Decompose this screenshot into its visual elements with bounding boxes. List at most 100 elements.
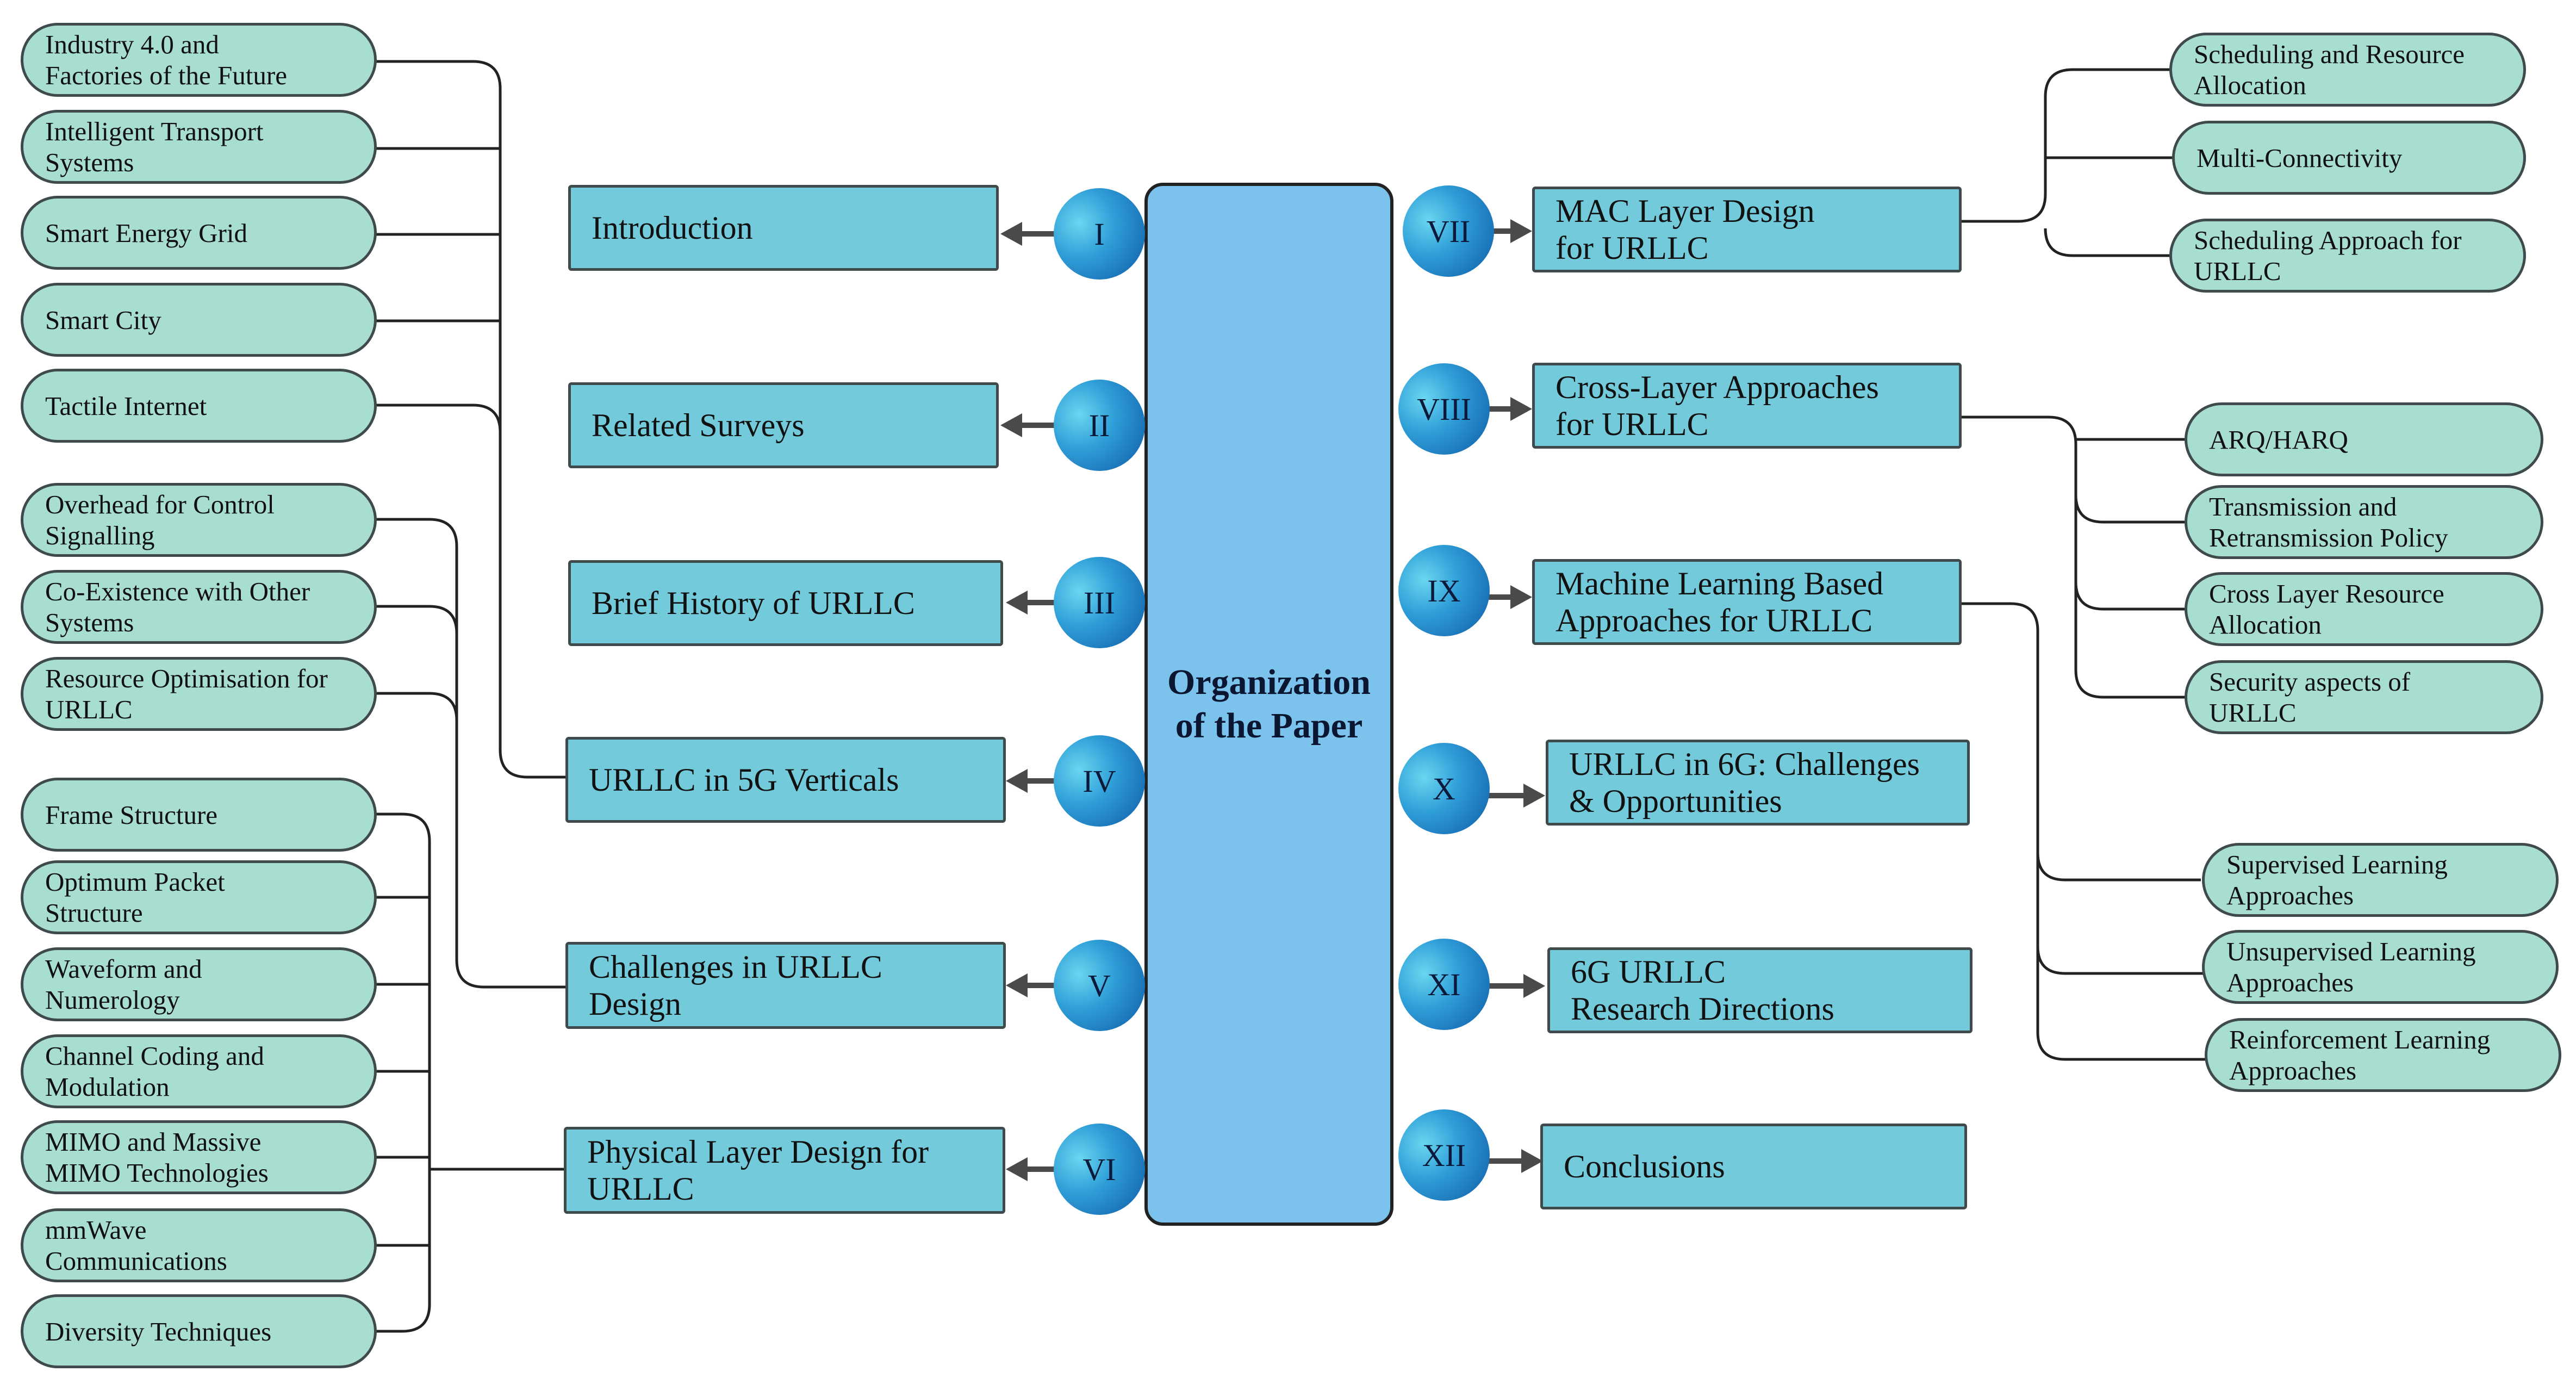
numeral-badge: VII <box>1403 185 1494 277</box>
numeral-badge: V <box>1054 940 1145 1031</box>
subtopic-pill: Overhead for Control Signalling <box>21 483 377 557</box>
section-box-6g-research: 6G URLLC Research Directions <box>1547 947 1973 1033</box>
section-title: URLLC in 5G Verticals <box>589 762 899 798</box>
section-box-related-surveys: Related Surveys <box>568 382 999 468</box>
numeral-badge: X <box>1398 743 1490 834</box>
subtopic-pill: Intelligent Transport Systems <box>21 110 377 184</box>
subtopic-label: MIMO and Massive MIMO Technologies <box>45 1127 269 1188</box>
subtopic-pill: Diversity Techniques <box>21 1294 377 1368</box>
connector-mac <box>1962 68 2174 223</box>
subtopic-pill: Frame Structure <box>21 778 377 852</box>
numeral-label: XII <box>1422 1137 1466 1173</box>
subtopic-label: Multi-Connectivity <box>2197 142 2403 173</box>
subtopic-label: Smart City <box>45 305 161 335</box>
section-title: Cross-Layer Approaches for URLLC <box>1555 369 1879 442</box>
numeral-label: X <box>1433 771 1455 806</box>
numeral-label: VIII <box>1417 391 1471 427</box>
section-title: Brief History of URLLC <box>592 585 915 621</box>
section-title: Related Surveys <box>592 407 805 443</box>
section-title: MAC Layer Design for URLLC <box>1555 193 1815 266</box>
subtopic-pill: Resource Optimisation for URLLC <box>21 657 377 731</box>
numeral-badge: IX <box>1398 545 1490 636</box>
numeral-label: III <box>1084 585 1115 620</box>
subtopic-pill: Scheduling and Resource Allocation <box>2169 33 2526 107</box>
numeral-badge: IV <box>1054 735 1145 827</box>
subtopic-pill: Scheduling Approach for URLLC <box>2169 219 2526 293</box>
section-box-cross-layer: Cross-Layer Approaches for URLLC <box>1532 363 1962 449</box>
subtopic-label: Channel Coding and Modulation <box>45 1041 264 1102</box>
subtopic-label: ARQ/HARQ <box>2209 424 2348 455</box>
subtopic-pill: Industry 4.0 and Factories of the Future <box>21 23 377 97</box>
subtopic-pill: Co-Existence with Other Systems <box>21 570 377 644</box>
section-box-machine-learning: Machine Learning Based Approaches for UR… <box>1532 559 1962 645</box>
section-title: Challenges in URLLC Design <box>589 949 882 1022</box>
subtopic-pill: Multi-Connectivity <box>2172 121 2526 195</box>
subtopic-pill: Channel Coding and Modulation <box>21 1034 377 1108</box>
connector-crosslayer <box>1962 415 2188 699</box>
numeral-badge: II <box>1054 380 1145 471</box>
subtopic-pill: mmWave Communications <box>21 1208 377 1282</box>
subtopic-label: Smart Energy Grid <box>45 218 247 248</box>
subtopic-pill: Supervised Learning Approaches <box>2202 843 2559 917</box>
section-box-challenges: Challenges in URLLC Design <box>565 942 1006 1029</box>
section-box-conclusions: Conclusions <box>1540 1124 1967 1209</box>
subtopic-label: Supervised Learning Approaches <box>2226 849 2448 910</box>
center-title-box: Organization of the Paper <box>1144 183 1393 1226</box>
subtopic-pill: Smart Energy Grid <box>21 196 377 270</box>
numeral-label: IX <box>1427 573 1461 609</box>
connector-ml <box>1962 602 2206 1061</box>
subtopic-label: Reinforcement Learning Approaches <box>2229 1025 2491 1085</box>
subtopic-label: Cross Layer Resource Allocation <box>2209 579 2444 640</box>
subtopic-label: Transmission and Retransmission Policy <box>2209 492 2448 553</box>
subtopic-label: mmWave Communications <box>45 1215 227 1276</box>
subtopic-label: Waveform and Numerology <box>45 954 202 1015</box>
section-title: 6G URLLC Research Directions <box>1571 954 1834 1027</box>
subtopic-label: Tactile Internet <box>45 390 207 421</box>
subtopic-label: Diversity Techniques <box>45 1316 272 1346</box>
subtopic-label: Resource Optimisation for URLLC <box>45 663 328 724</box>
subtopic-pill: Security aspects of URLLC <box>2185 660 2543 734</box>
numeral-badge: VIII <box>1398 363 1490 455</box>
section-box-brief-history: Brief History of URLLC <box>568 560 1003 646</box>
section-title: Machine Learning Based Approaches for UR… <box>1555 566 1884 638</box>
subtopic-label: Co-Existence with Other Systems <box>45 576 310 637</box>
section-title: Conclusions <box>1564 1149 1725 1184</box>
section-title: URLLC in 6G: Challenges & Opportunities <box>1569 746 1920 819</box>
subtopic-label: Security aspects of URLLC <box>2209 667 2411 728</box>
numeral-label: I <box>1094 216 1105 252</box>
subtopic-pill: Reinforcement Learning Approaches <box>2205 1018 2561 1092</box>
numeral-badge: XI <box>1398 939 1490 1030</box>
subtopic-pill: Smart City <box>21 283 377 357</box>
subtopic-label: Scheduling Approach for URLLC <box>2194 225 2462 286</box>
subtopic-pill: Unsupervised Learning Approaches <box>2202 930 2559 1004</box>
connector-challenges <box>375 518 567 989</box>
numeral-label: V <box>1088 967 1111 1003</box>
numeral-label: II <box>1088 407 1110 443</box>
section-box-introduction: Introduction <box>568 185 999 271</box>
subtopic-pill: Tactile Internet <box>21 369 377 443</box>
subtopic-label: Overhead for Control Signalling <box>45 489 275 550</box>
subtopic-pill: Optimum Packet Structure <box>21 860 377 934</box>
numeral-label: VI <box>1082 1151 1116 1187</box>
subtopic-label: Optimum Packet Structure <box>45 867 225 928</box>
numeral-label: IV <box>1082 763 1116 799</box>
numeral-label: VII <box>1426 213 1471 249</box>
section-box-mac-layer: MAC Layer Design for URLLC <box>1532 187 1962 272</box>
subtopic-label: Scheduling and Resource Allocation <box>2194 39 2465 100</box>
numeral-badge: VI <box>1054 1124 1145 1215</box>
subtopic-pill: ARQ/HARQ <box>2185 402 2543 476</box>
numeral-badge: I <box>1054 188 1145 280</box>
section-title: Physical Layer Design for URLLC <box>587 1134 929 1207</box>
section-box-5g-verticals: URLLC in 5G Verticals <box>565 737 1006 823</box>
subtopic-label: Intelligent Transport Systems <box>45 116 264 177</box>
subtopic-pill: MIMO and Massive MIMO Technologies <box>21 1120 377 1194</box>
section-box-6g-challenges: URLLC in 6G: Challenges & Opportunities <box>1546 740 1970 826</box>
numeral-badge: XII <box>1398 1109 1490 1201</box>
subtopic-label: Unsupervised Learning Approaches <box>2226 936 2476 997</box>
subtopic-label: Frame Structure <box>45 799 218 830</box>
connector-verticals <box>375 60 567 779</box>
subtopic-pill: Transmission and Retransmission Policy <box>2185 485 2543 559</box>
center-title: Organization of the Paper <box>1167 662 1371 746</box>
